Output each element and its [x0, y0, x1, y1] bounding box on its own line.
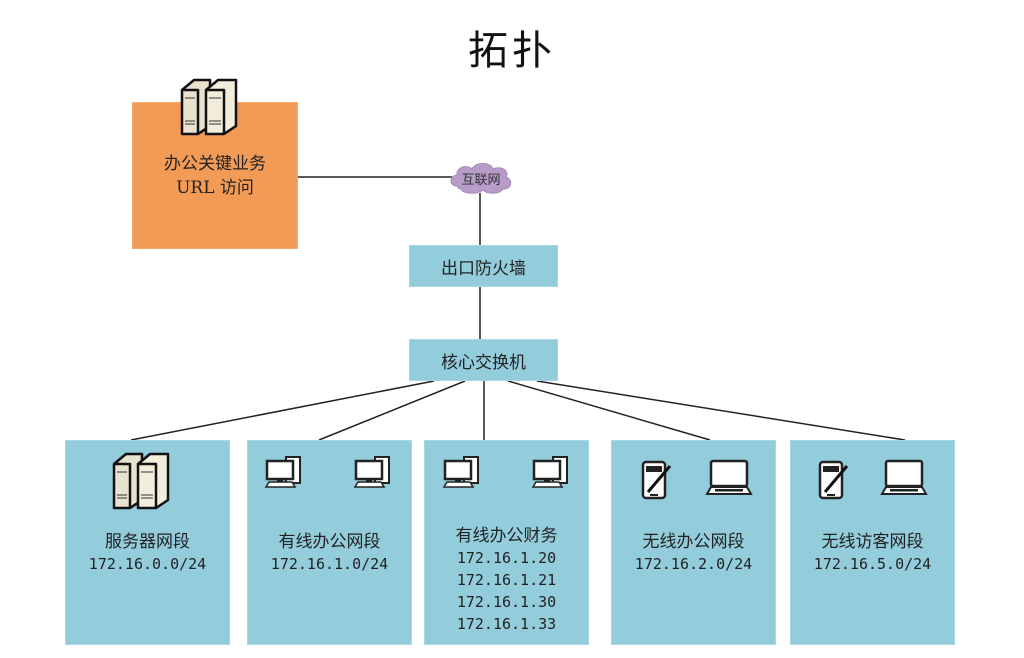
segment-wireless-guest: 无线访客网段 172.16.5.0/24: [790, 440, 955, 645]
laptop-icon: [880, 459, 928, 495]
core-switch-box: 核心交换机: [409, 339, 558, 381]
diagram-title: 拓扑: [468, 28, 556, 74]
business-label-line1: 办公关键业务: [164, 154, 266, 174]
server-pair-icon: [112, 452, 170, 510]
link-switch-segment-wireless-guest: [536, 380, 906, 441]
business-label-line2: URL 访问: [176, 178, 254, 198]
desktop-pc-icon: [531, 456, 568, 488]
segment-name: 有线办公网段: [278, 532, 381, 552]
server-pair-icon: [180, 78, 238, 136]
segment-name: 无线访客网段: [821, 532, 924, 552]
segment-ip: 172.16.2.0/24: [634, 555, 753, 573]
firewall-box: 出口防火墙: [409, 245, 558, 287]
firewall-label: 出口防火墙: [441, 258, 526, 279]
link-switch-segment-wireless-office: [507, 380, 711, 441]
desktop-pc-icon: [442, 456, 479, 488]
desktop-pc-icon: [264, 456, 301, 488]
laptop-icon: [705, 459, 753, 495]
segment-name: 有线办公财务: [455, 526, 558, 546]
segment-ip: 172.16.1.33: [456, 615, 557, 633]
segment-ip: 172.16.5.0/24: [813, 555, 932, 573]
desktop-pc-icon: [353, 456, 390, 488]
segment-ip: 172.16.1.0/24: [270, 555, 389, 573]
segment-wireless-office: 无线办公网段 172.16.2.0/24: [611, 440, 776, 645]
cloud-icon: [450, 162, 512, 194]
internet-cloud: 互联网: [447, 160, 515, 196]
link-switch-segment-wired-office: [318, 380, 466, 441]
segment-ip: 172.16.0.0/24: [88, 555, 207, 573]
segment-ip: 172.16.1.30: [456, 593, 557, 611]
pda-stylus-icon: [818, 460, 849, 500]
internet-label: 互联网: [461, 173, 501, 188]
segment-ip: 172.16.1.21: [456, 571, 557, 589]
core-switch-label: 核心交换机: [441, 352, 526, 373]
segment-name: 无线办公网段: [642, 532, 745, 552]
pda-stylus-icon: [641, 460, 672, 500]
segment-name: 服务器网段: [105, 532, 190, 552]
segment-ip: 172.16.1.20: [456, 549, 557, 567]
link-switch-segment-servers: [130, 380, 435, 441]
